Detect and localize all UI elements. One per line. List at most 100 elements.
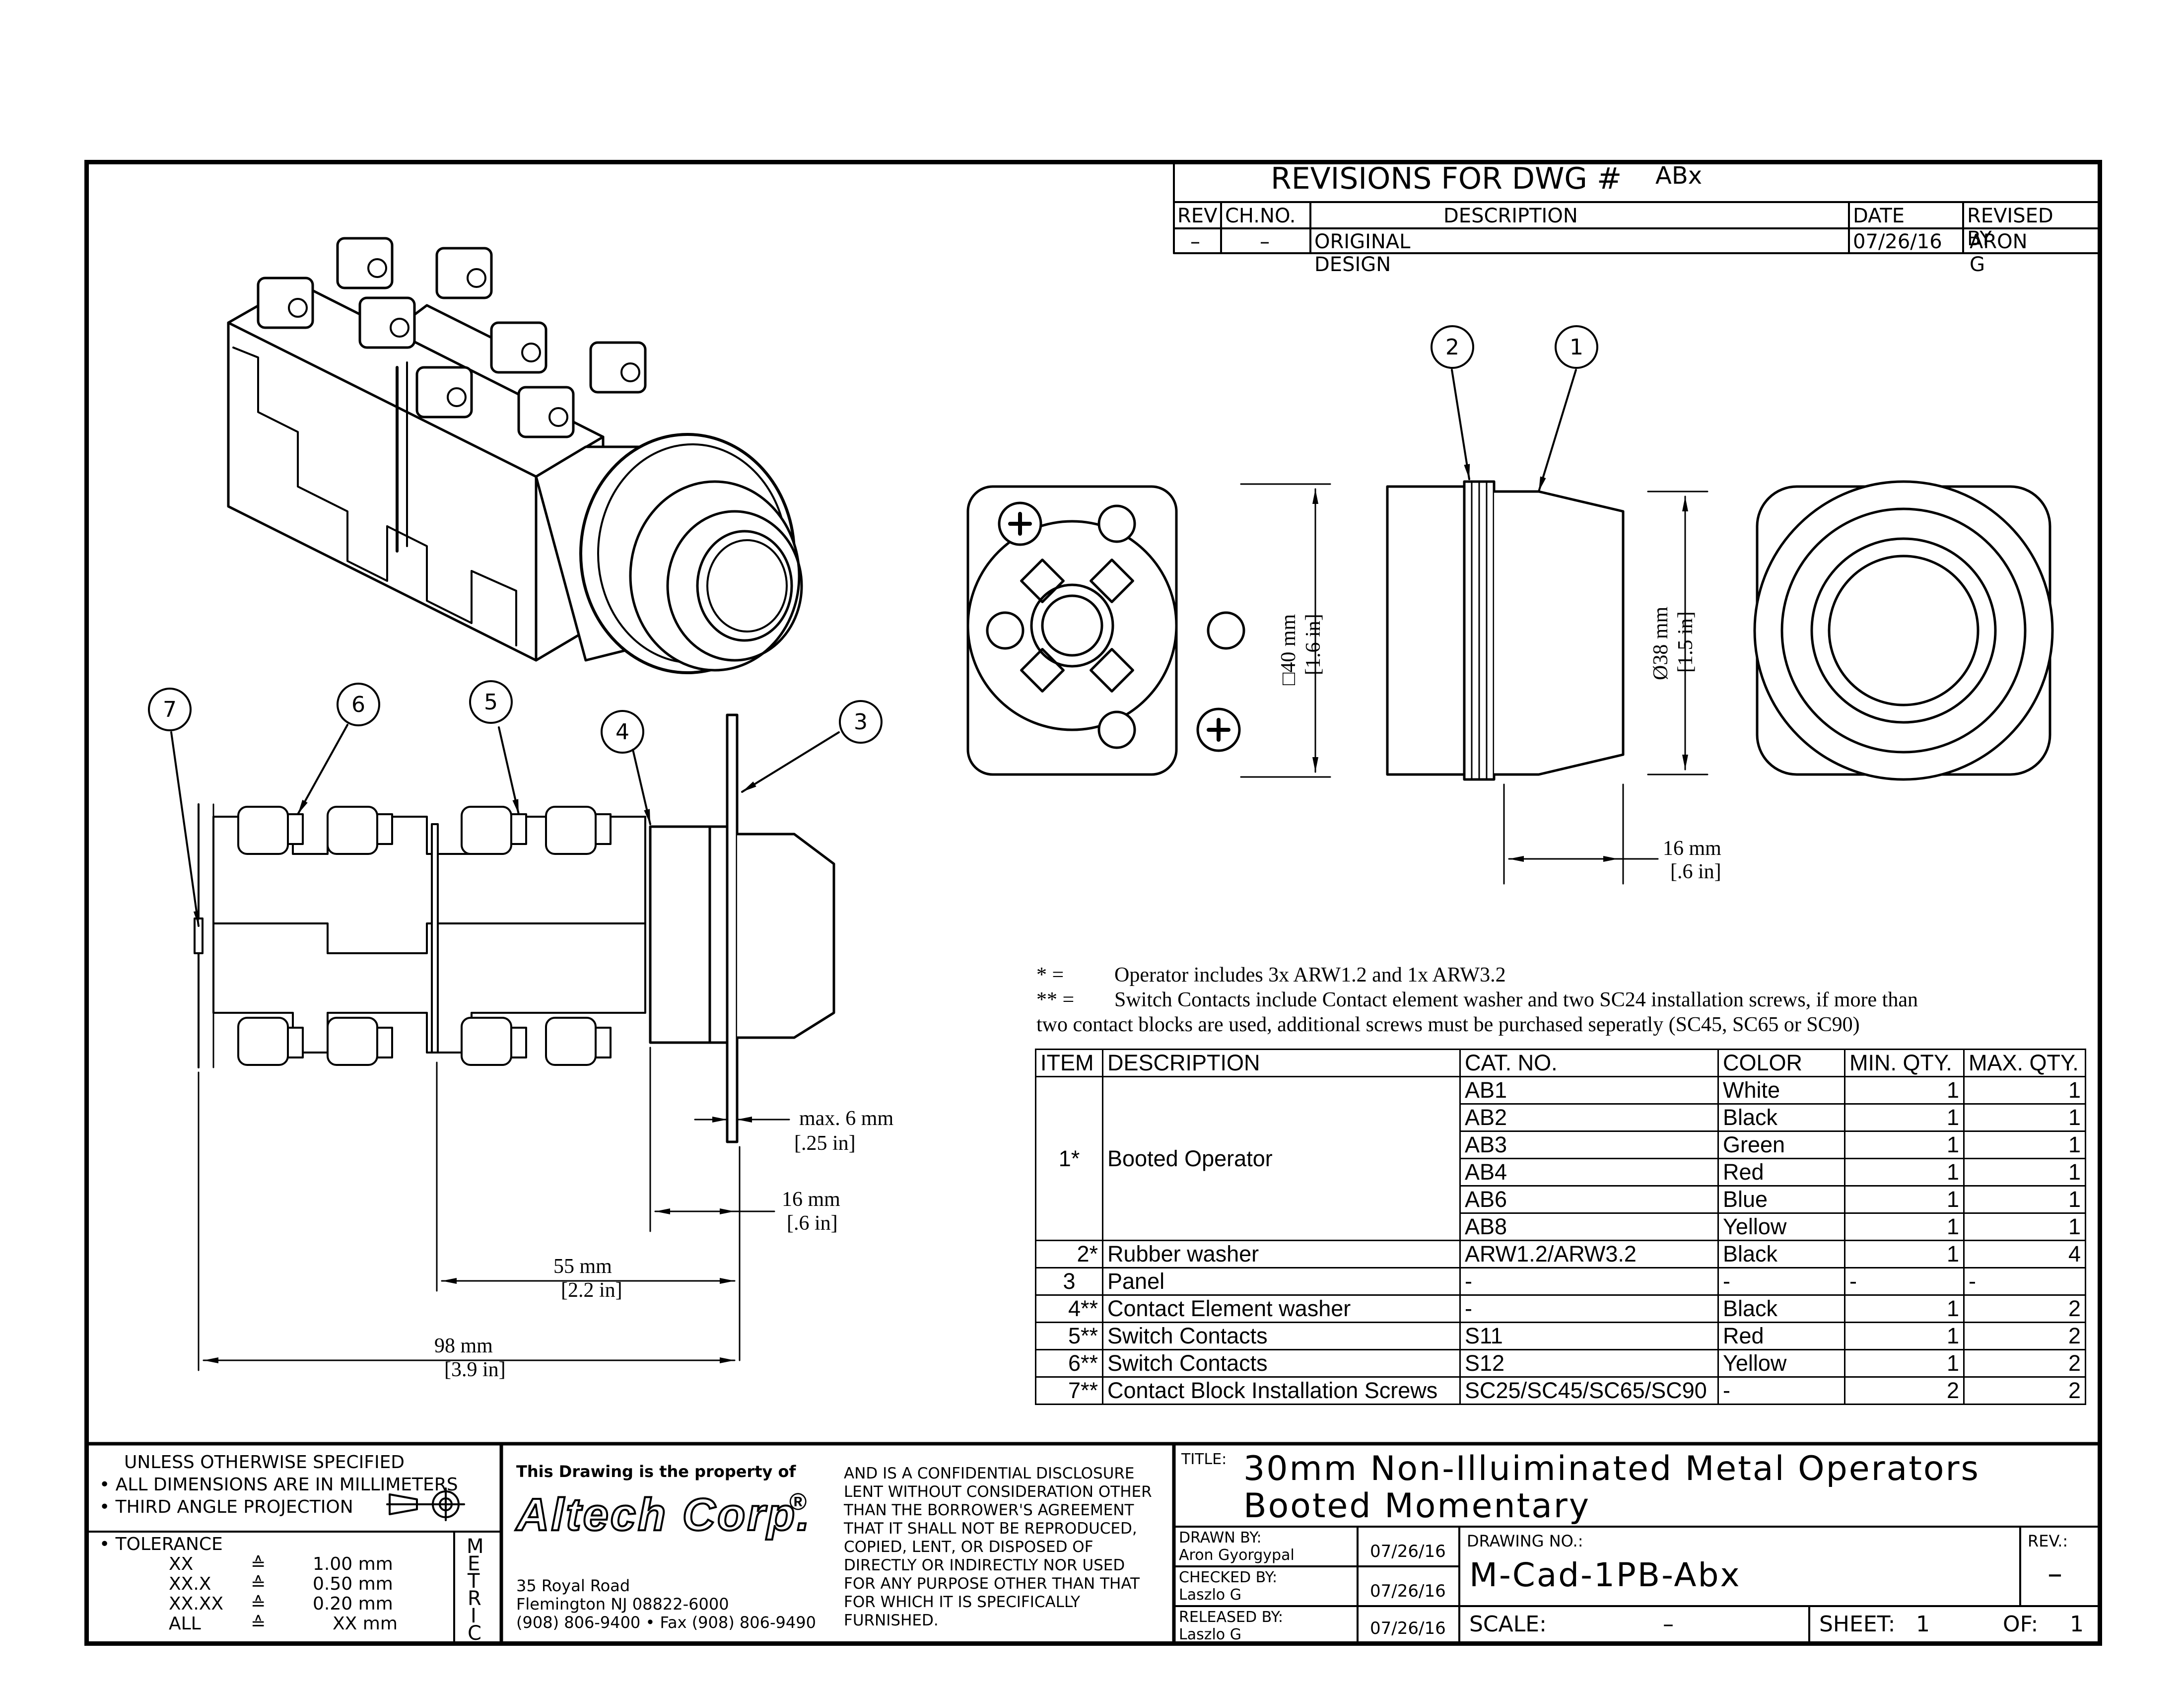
balloon-6: 6 — [337, 683, 380, 726]
bom-header-item: ITEM — [1035, 1049, 1103, 1077]
isometric-view — [227, 237, 803, 674]
bom-description: Panel — [1102, 1267, 1461, 1296]
note-2: Switch Contacts include Contact element … — [1114, 988, 1918, 1011]
bom-item: 6** — [1035, 1349, 1103, 1378]
bom-min-qty: 1 — [1844, 1349, 1965, 1378]
bom-min-qty: 1 — [1844, 1103, 1965, 1132]
bom-description: Rubber washer — [1102, 1240, 1461, 1268]
drawing-title-line-2: Booted Momentary — [1243, 1486, 1591, 1526]
balloon-leaders — [170, 369, 1577, 927]
released-date: 07/26/16 — [1370, 1618, 1446, 1638]
bom-cat-no: AB6 — [1459, 1185, 1719, 1214]
tolerance-label: • TOLERANCE — [99, 1534, 223, 1554]
table-row: 7** Contact Block Installation Screws SC… — [1035, 1376, 2086, 1405]
bom-cat-no: - — [1459, 1294, 1719, 1323]
tol-key: XX.X — [169, 1574, 211, 1594]
drawing-frame — [84, 160, 2102, 1646]
bom-description: Contact Block Installation Screws — [1102, 1376, 1461, 1405]
bom-item: 5** — [1035, 1322, 1103, 1350]
note-1: Operator includes 3x ARW1.2 and 1x ARW3.… — [1114, 964, 1506, 986]
balloon-3: 3 — [839, 700, 883, 744]
tol-sym: ≙ — [251, 1614, 266, 1634]
table-row: 2* Rubber washer ARW1.2/ARW3.2 Black 1 4 — [1035, 1240, 2086, 1268]
table-row: AB8 Yellow 1 1 — [1036, 1212, 2086, 1241]
bom-min-qty: 1 — [1844, 1130, 1965, 1159]
dim-dia-in: [1.5 in] — [1674, 611, 1697, 673]
note-2-mark: ** = — [1036, 988, 1075, 1011]
bom-min-qty: 1 — [1844, 1158, 1965, 1187]
title-label: TITLE: — [1181, 1451, 1227, 1468]
bom-description: Booted Operator — [1102, 1076, 1461, 1241]
balloon-5: 5 — [469, 680, 513, 724]
drawing-no: M-Cad-1PB-Abx — [1469, 1556, 1741, 1594]
balloon-7: 7 — [148, 688, 192, 731]
dim-dia-mm: Ø38 mm — [1649, 606, 1672, 680]
bom-color: Black — [1717, 1240, 1845, 1268]
metric-letter: E — [468, 1552, 480, 1575]
unless-specified: UNLESS OTHERWISE SPECIFIED — [124, 1452, 405, 1473]
bom-cat-no: - — [1459, 1267, 1719, 1296]
dim-side16-in: [.6 in] — [787, 1212, 838, 1235]
of-value: 1 — [2070, 1612, 2084, 1637]
bom-min-qty: 1 — [1844, 1240, 1965, 1268]
metric-letter: T — [468, 1570, 480, 1593]
bom-min-qty: - — [1844, 1267, 1965, 1296]
bom-color: - — [1717, 1267, 1845, 1296]
dim-98-mm: 98 mm — [434, 1335, 493, 1357]
bom-description: Switch Contacts — [1102, 1349, 1461, 1378]
bom-max-qty: 1 — [1963, 1158, 2086, 1187]
profile-view — [1386, 480, 1625, 781]
table-row: AB6 Blue 1 1 — [1036, 1185, 2086, 1214]
bom-cat-no: AB2 — [1459, 1103, 1719, 1132]
confidential-line: THAT IT SHALL NOT BE REPRODUCED, — [844, 1520, 1137, 1538]
tol-val: 0.50 mm — [313, 1574, 393, 1594]
dim-max6-mm: max. 6 mm — [799, 1107, 894, 1130]
bom-color: Red — [1717, 1322, 1845, 1350]
drawing-title-line-1: 30mm Non-Illuiminated Metal Operators — [1243, 1449, 1980, 1488]
confidential-line: FOR ANY PURPOSE OTHER THAN THAT — [844, 1575, 1140, 1593]
bom-description: Contact Element washer — [1102, 1294, 1461, 1323]
rev-label: REV.: — [2028, 1532, 2068, 1550]
table-row: AB3 Green 1 1 — [1036, 1130, 2086, 1159]
dim-55-in: [2.2 in] — [561, 1279, 622, 1302]
front-view — [1753, 480, 2054, 781]
table-row: AB2 Black 1 1 — [1036, 1103, 2086, 1132]
bom-item: 7** — [1035, 1376, 1103, 1405]
note-1-mark: * = — [1036, 964, 1064, 986]
released-by-name: Laszlo G — [1179, 1626, 1241, 1643]
bom-color: Red — [1717, 1158, 1845, 1187]
note-3: two contact blocks are used, additional … — [1036, 1013, 1860, 1036]
confidential-line: LENT WITHOUT CONSIDERATION OTHER — [844, 1483, 1152, 1501]
bom-description: Switch Contacts — [1102, 1322, 1461, 1350]
released-by-label: RELEASED BY: — [1179, 1609, 1284, 1626]
bom-cat-no: S11 — [1459, 1322, 1719, 1350]
company-logo: Altech Corp. — [515, 1489, 812, 1540]
sheet-value: 1 — [1916, 1612, 1930, 1637]
bom-color: Yellow — [1717, 1349, 1845, 1378]
bom-color: - — [1717, 1376, 1845, 1405]
checked-by-label: CHECKED BY: — [1179, 1569, 1278, 1586]
bom-cat-no: AB4 — [1459, 1158, 1719, 1187]
dimension-lines — [198, 483, 1708, 1371]
checked-by-name: Laszlo G — [1179, 1586, 1241, 1604]
bom-min-qty: 1 — [1844, 1185, 1965, 1214]
bom-header-min-qty: MIN. QTY. — [1844, 1049, 1965, 1077]
address-line-3: (908) 806-9400 • Fax (908) 806-9490 — [516, 1613, 816, 1632]
registered-mark: ® — [789, 1489, 807, 1515]
tol-val: XX mm — [333, 1614, 398, 1634]
bom-item: 2* — [1035, 1240, 1103, 1268]
bom-max-qty: - — [1963, 1267, 2086, 1296]
drawn-by-name: Aron Gyorgypal — [1179, 1547, 1295, 1564]
revision-table-lines — [1173, 163, 2098, 254]
bom-min-qty: 1 — [1844, 1322, 1965, 1350]
bom-max-qty: 1 — [1963, 1130, 2086, 1159]
bom-cat-no: AB8 — [1459, 1212, 1719, 1241]
bom-item: 1* — [1035, 1076, 1103, 1241]
bom-color: White — [1717, 1076, 1845, 1105]
bom-max-qty: 1 — [1963, 1212, 2086, 1241]
dim-55-mm: 55 mm — [553, 1255, 612, 1278]
bom-max-qty: 1 — [1963, 1103, 2086, 1132]
drawn-by-label: DRAWN BY: — [1179, 1529, 1262, 1547]
bom-header-max-qty: MAX. QTY. — [1963, 1049, 2086, 1077]
table-row: AB4 Red 1 1 — [1036, 1158, 2086, 1187]
